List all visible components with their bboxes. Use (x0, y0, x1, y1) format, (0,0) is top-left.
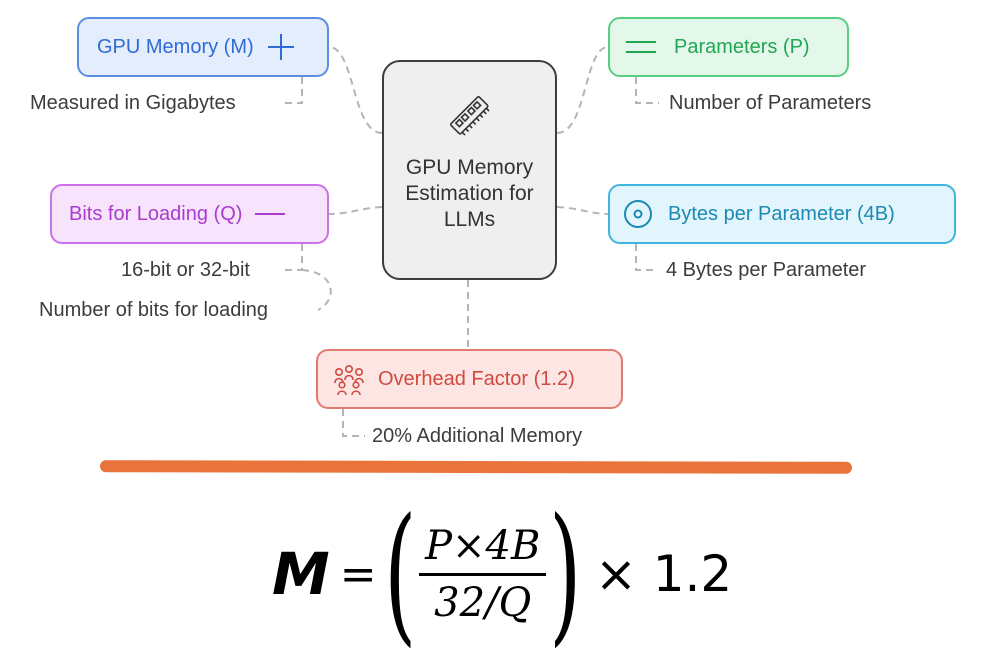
formula-right-paren: ) (549, 487, 582, 661)
minus-icon (254, 208, 286, 220)
overhead-factor-label: Overhead Factor (1.2) (378, 367, 575, 390)
connector-gpu-memory-detail (282, 77, 303, 104)
target-icon (622, 198, 654, 230)
orange-divider (99, 460, 853, 474)
memory-formula: M = ( P×4B 32/Q ) × 1.2 (272, 499, 732, 649)
connector-center-to-parameters (556, 46, 609, 134)
bytes-per-parameter-node: Bytes per Parameter (4B) (608, 184, 956, 244)
bits-for-loading-label: Bits for Loading (Q) (69, 202, 243, 225)
people-group-icon (332, 362, 366, 396)
connector-parameters-detail (635, 77, 659, 104)
memory-chip-icon (446, 92, 494, 145)
equals-icon (624, 37, 658, 57)
bytes-per-parameter-label: Bytes per Parameter (4B) (668, 202, 895, 225)
formula-equals: = (339, 548, 377, 600)
gpu-memory-detail: Measured in Gigabytes (30, 92, 236, 114)
formula-denominator: 32/Q (434, 579, 532, 626)
bits-detail-precision: 16-bit or 32-bit (121, 259, 250, 281)
connector-bits-detail-2 (301, 269, 332, 311)
overhead-factor-detail: 20% Additional Memory (372, 425, 583, 447)
connector-bytes-detail (635, 244, 657, 271)
parameters-detail: Number of Parameters (669, 92, 872, 114)
connector-center-to-bits (328, 206, 383, 215)
parameters-label: Parameters (P) (674, 35, 810, 58)
overhead-factor-node: Overhead Factor (1.2) (316, 349, 623, 409)
bits-detail-description: Number of bits for loading (39, 299, 269, 321)
connector-center-to-bytes (556, 206, 609, 215)
formula-multiplier: × 1.2 (594, 545, 733, 603)
connector-bits-detail-1 (281, 244, 303, 271)
connector-overhead-detail (342, 409, 365, 437)
plus-icon (266, 32, 296, 62)
gpu-memory-node: GPU Memory (M) (77, 17, 329, 77)
center-node: GPU Memory Estimation for LLMs (382, 60, 557, 280)
parameters-node: Parameters (P) (608, 17, 849, 77)
formula-left-paren: ( (383, 487, 416, 661)
connector-center-to-gpu-memory (328, 46, 383, 134)
formula-numerator: P×4B (425, 522, 541, 569)
gpu-memory-label: GPU Memory (M) (97, 35, 254, 58)
formula-fraction: P×4B 32/Q (419, 522, 547, 626)
bytes-per-parameter-detail: 4 Bytes per Parameter (666, 259, 867, 281)
bits-for-loading-node: Bits for Loading (Q) (50, 184, 329, 244)
formula-lhs: M (272, 540, 330, 608)
center-title: GPU Memory Estimation for LLMs (405, 156, 534, 231)
formula-fraction-bar (419, 572, 547, 576)
